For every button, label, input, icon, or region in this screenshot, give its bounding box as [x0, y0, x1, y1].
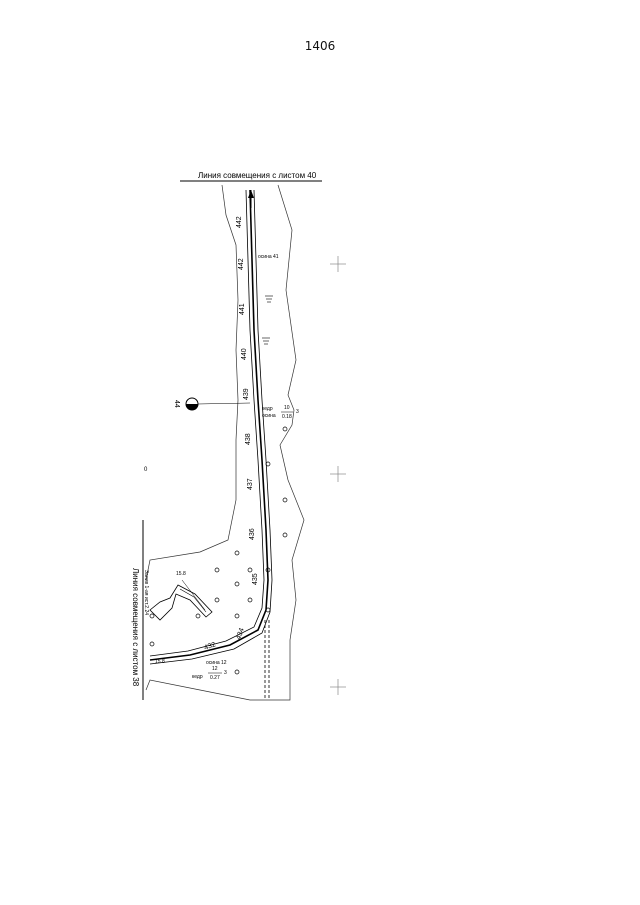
picket-label: 437 [247, 478, 254, 490]
corridor-boundary-right [145, 184, 305, 701]
road-leader-line [181, 579, 206, 611]
picket-label: 440 [241, 348, 248, 360]
picket-label: 439 [243, 388, 250, 400]
spec-upper-top: кедр [262, 406, 273, 412]
pole-symbol-fill [186, 404, 198, 410]
picket-label: 435 [252, 573, 259, 585]
corridor-boundary-left [145, 184, 239, 581]
north-arrow-icon [248, 190, 254, 198]
spec-lower-den: 0.27 [210, 675, 220, 681]
picket-label: 442 [236, 216, 243, 228]
marsh-symbols [262, 295, 273, 345]
axis-label-upper: осина 41 [258, 254, 279, 260]
picket-label: 432 [203, 641, 216, 652]
spec-upper-den: 0.18 [282, 414, 292, 420]
small-marker: 0 [144, 467, 148, 473]
pole-leader-line [197, 402, 251, 405]
spec-upper-extra: осина [262, 413, 276, 419]
tree-markers [149, 426, 288, 675]
road-label: Залив 1-ая ист.2.24 [143, 570, 149, 615]
route-parallel-line [149, 189, 265, 657]
elevation-label: 15.8 [176, 571, 186, 577]
route-parallel-line-right [149, 189, 273, 665]
picket-label: 436 [249, 528, 256, 540]
route-main-line [149, 189, 269, 661]
picket-label: 434 [235, 627, 246, 640]
match-line-left-label: Линия совмещения с листом 38 [131, 568, 140, 687]
spec-upper-num: 10 [284, 405, 290, 411]
match-line-top-label: Линия совмещения с листом 40 [198, 171, 317, 180]
axis-label-lower: осина 12 [206, 660, 227, 666]
spec-lower-mult: 3 [224, 670, 227, 676]
page-number: 1406 [304, 39, 336, 53]
picket-label: 442 [238, 258, 245, 270]
spec-lower-left: кедр [192, 674, 203, 680]
spec-lower-num: 12 [212, 666, 218, 672]
registration-crosses [330, 256, 346, 695]
picket-label: 438 [245, 433, 252, 445]
access-road-inner [179, 588, 207, 613]
elevation-label: 15.8 [155, 659, 165, 665]
spec-upper-mult: 3 [296, 409, 299, 415]
access-road-outline [149, 584, 213, 621]
picket-label: 441 [239, 303, 246, 315]
sheet-label-44: 44 [173, 400, 180, 408]
